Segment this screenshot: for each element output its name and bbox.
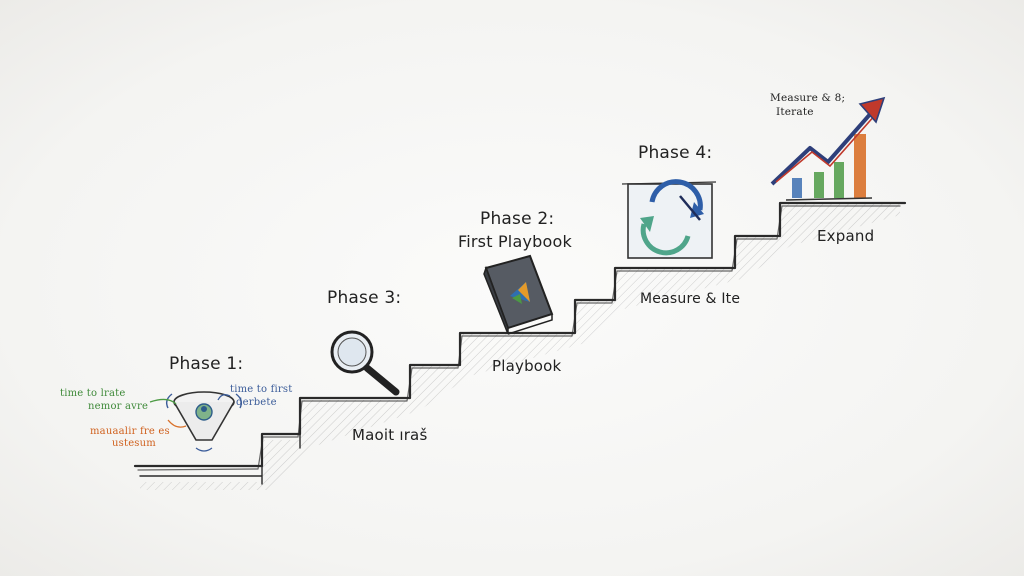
step-label-magic: Maoit ıraš <box>352 426 428 444</box>
note-green-line-1: time to lrate <box>60 388 126 399</box>
chart-note-line-2: Iterate <box>776 106 814 118</box>
funnel-icon <box>165 391 243 452</box>
note-green-line-2: nemor avre <box>88 401 149 412</box>
note-orange-line-2: ustesum <box>112 438 156 449</box>
iterate-cycle-icon <box>621 179 717 259</box>
magnifying-glass-icon <box>330 330 400 396</box>
phase-2-subtitle: First Playbook <box>458 232 572 251</box>
phase-3-title: Phase 3: <box>327 288 402 308</box>
chart-note-line-1: Measure & 8; <box>770 92 846 104</box>
note-orange-line-1: mauaalir fre es <box>90 426 170 437</box>
phase-4-title: Phase 4: <box>638 143 713 163</box>
phase-2-title: Phase 2: <box>480 209 555 229</box>
book-icon <box>483 254 554 335</box>
staircase-shading <box>140 203 900 490</box>
note-blue-line-2: derbete <box>236 397 277 408</box>
growth-chart-icon <box>770 96 886 201</box>
staircase-outline <box>133 201 907 485</box>
step-label-measure: Measure & Ite <box>640 291 741 307</box>
phase-1-title: Phase 1: <box>169 354 244 374</box>
note-blue-line-1: time to first <box>230 384 293 395</box>
note-arrows <box>149 394 231 428</box>
step-label-expand: Expand <box>817 227 875 245</box>
step-label-playbook: Playbook <box>492 357 562 375</box>
